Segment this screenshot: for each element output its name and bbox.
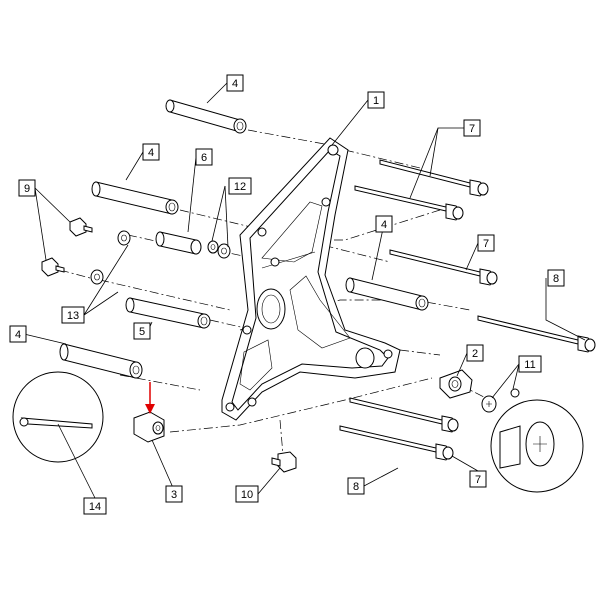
callout-9-label: 9 — [24, 183, 30, 195]
bolt-8-right — [477, 315, 596, 353]
callout-7c-label: 7 — [475, 474, 481, 486]
callout-12-label: 12 — [234, 181, 246, 193]
callout-7-right: 7 — [477, 234, 495, 252]
callout-4-upper-left: 4 — [142, 143, 160, 161]
callout-4d-label: 4 — [15, 329, 21, 341]
bolt-8-lower — [339, 425, 454, 461]
callout-7-upper: 7 — [463, 119, 481, 137]
callout-2: 2 — [466, 344, 484, 362]
callout-1-label: 1 — [373, 95, 379, 107]
callout-4-right: 4 — [375, 215, 393, 233]
callout-6-label: 6 — [201, 152, 207, 164]
callout-13-label: 13 — [67, 310, 79, 322]
rod-4-right — [345, 277, 429, 311]
flange-2 — [439, 369, 473, 399]
bolt-7-lower — [349, 397, 459, 433]
screw-11 — [481, 388, 520, 413]
callout-3-label: 3 — [171, 489, 177, 501]
callout-4b-label: 4 — [148, 147, 154, 159]
nut-3 — [133, 411, 165, 443]
bolt-7-upper — [379, 159, 489, 197]
callout-4c-label: 4 — [381, 219, 387, 231]
callout-2-label: 2 — [472, 348, 478, 360]
bolt-10 — [271, 451, 297, 473]
clip-13-upper — [117, 230, 131, 246]
callout-13: 13 — [61, 306, 85, 324]
callout-6: 6 — [195, 148, 213, 166]
callout-4-top: 4 — [226, 74, 244, 92]
callout-7b-label: 7 — [483, 238, 489, 250]
callout-14-label: 14 — [89, 501, 101, 513]
bolt-7-middle — [354, 185, 464, 221]
callout-14: 14 — [83, 497, 107, 515]
rod-6 — [155, 231, 202, 255]
callout-8-lower: 8 — [347, 477, 365, 495]
rod-4-upper-left — [91, 181, 179, 215]
callout-11-label: 11 — [524, 359, 535, 371]
rod-5 — [125, 297, 211, 329]
callout-3: 3 — [165, 485, 183, 503]
detail-circle-cotter-pin — [12, 371, 104, 463]
clip-13-lower — [90, 269, 104, 285]
leader-lines — [23, 82, 586, 499]
bolt-7-right — [389, 249, 498, 286]
callout-5-label: 5 — [139, 326, 145, 338]
callout-10-label: 10 — [241, 489, 253, 501]
callout-12: 12 — [228, 177, 252, 195]
bolt-9-upper — [69, 217, 93, 237]
red-indicator-arrow — [145, 382, 155, 414]
callout-1: 1 — [367, 91, 385, 109]
callout-10: 10 — [235, 485, 259, 503]
callout-8a-label: 8 — [553, 273, 559, 285]
callout-8b-label: 8 — [353, 481, 359, 493]
callout-4-lower-left: 4 — [9, 325, 27, 343]
callout-5: 5 — [133, 322, 151, 340]
callout-8-right: 8 — [547, 269, 565, 287]
detail-circle-screw — [490, 399, 584, 493]
rod-4-top — [165, 99, 247, 134]
callout-4a-label: 4 — [232, 78, 238, 90]
washers-12 — [207, 240, 231, 259]
callout-9: 9 — [18, 179, 36, 197]
rod-4-lower-left — [59, 343, 143, 379]
callout-7a-label: 7 — [469, 123, 475, 135]
main-bracket — [221, 137, 401, 421]
bolt-9-lower — [41, 257, 65, 277]
callout-7-lower: 7 — [469, 470, 487, 488]
callout-11: 11 — [518, 355, 542, 373]
